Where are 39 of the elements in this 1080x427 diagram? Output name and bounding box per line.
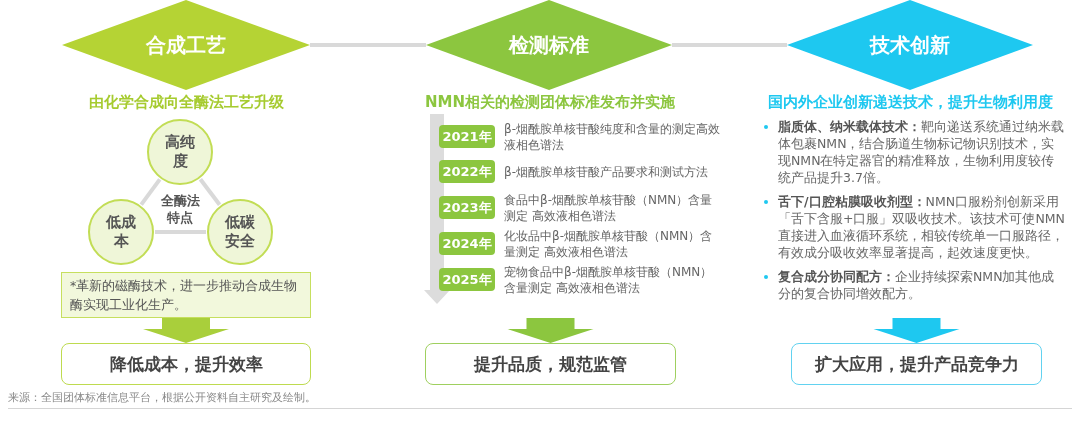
feature-circle: 低碳安全 [207, 199, 273, 265]
bullet-text: 复合成分协同配方：企业持续探索NMN加其他成分的复合协同增效配方。 [778, 268, 1056, 302]
source-note: 来源：全国团体标准信息平台，根据公开资料自主研究及绘制。 [8, 391, 316, 404]
feature-circle: 高纯度 [147, 119, 213, 185]
result-box: 扩大应用，提升产品竞争力 [791, 343, 1042, 385]
section-subtitle: 国内外企业创新递送技术，提升生物利用度 [766, 93, 1054, 112]
block-arrow [143, 318, 229, 343]
note-box: *革新的磁酶技术，进一步推动合成生物酶实现工业化生产。 [61, 272, 311, 318]
standard-description: 宠物食品中β-烟酰胺单核苷酸（NMN）含量测定 高效液相色谱法 [504, 263, 714, 296]
connector-line [672, 43, 787, 47]
result-box: 降低成本，提升效率 [61, 343, 311, 385]
connector-line [310, 43, 426, 47]
feature-circle: 低成本 [88, 199, 154, 265]
connector-line [155, 230, 206, 234]
category-diamond [787, 0, 1033, 90]
diamond-title: 合成工艺 [146, 31, 226, 59]
center-label: 全酶法特点 [159, 192, 201, 226]
year-badge: 2023年 [439, 196, 495, 219]
year-badge: 2024年 [439, 232, 495, 255]
standard-description: β-烟酰胺单核苷酸产品要求和测试方法 [504, 163, 709, 180]
connector-line [139, 178, 162, 206]
standard-description: β-烟酰胺单核苷酸纯度和含量的测定高效液相色谱法 [504, 120, 721, 153]
connector-line [198, 178, 222, 206]
year-badge: 2022年 [439, 160, 495, 183]
category-diamond [62, 0, 310, 90]
diamond-title: 检测标准 [509, 31, 589, 59]
section-subtitle: 由化学合成向全酶法工艺升级 [87, 93, 285, 112]
standard-description: 食品中β-烟酰胺单核苷酸（NMN）含量测定 高效液相色谱法 [504, 191, 714, 224]
block-arrow [507, 318, 594, 343]
category-diamond [426, 0, 672, 90]
bullet-text: 脂质体、纳米载体技术：靶向递送系统通过纳米载体包裹NMN，结合肠道生物标记物识别技术，实现NMN在特定器官的精准释放，生物利用度较传统产品提升3.7倍。 [778, 118, 1065, 186]
section-subtitle: NMN相关的检测团体标准发布并实施 [423, 93, 676, 112]
bullet-text: 舌下/口腔粘膜吸收剂型：NMN口服粉剂创新采用「舌下含服+口服」双吸收技术。该技术可使NMN直接进入血液循环系统，相较传统单一口服路径，有效成分吸收效率显著提高，起效速度更快。 [778, 193, 1065, 261]
result-box: 提升品质，规范监管 [425, 343, 676, 385]
year-badge: 2021年 [439, 125, 495, 148]
diamond-title: 技术创新 [870, 31, 950, 59]
year-badge: 2025年 [439, 268, 495, 291]
standard-description: 化妆品中β-烟酰胺单核苷酸（NMN）含量测定 高效液相色谱法 [504, 227, 714, 260]
block-arrow [873, 318, 960, 343]
